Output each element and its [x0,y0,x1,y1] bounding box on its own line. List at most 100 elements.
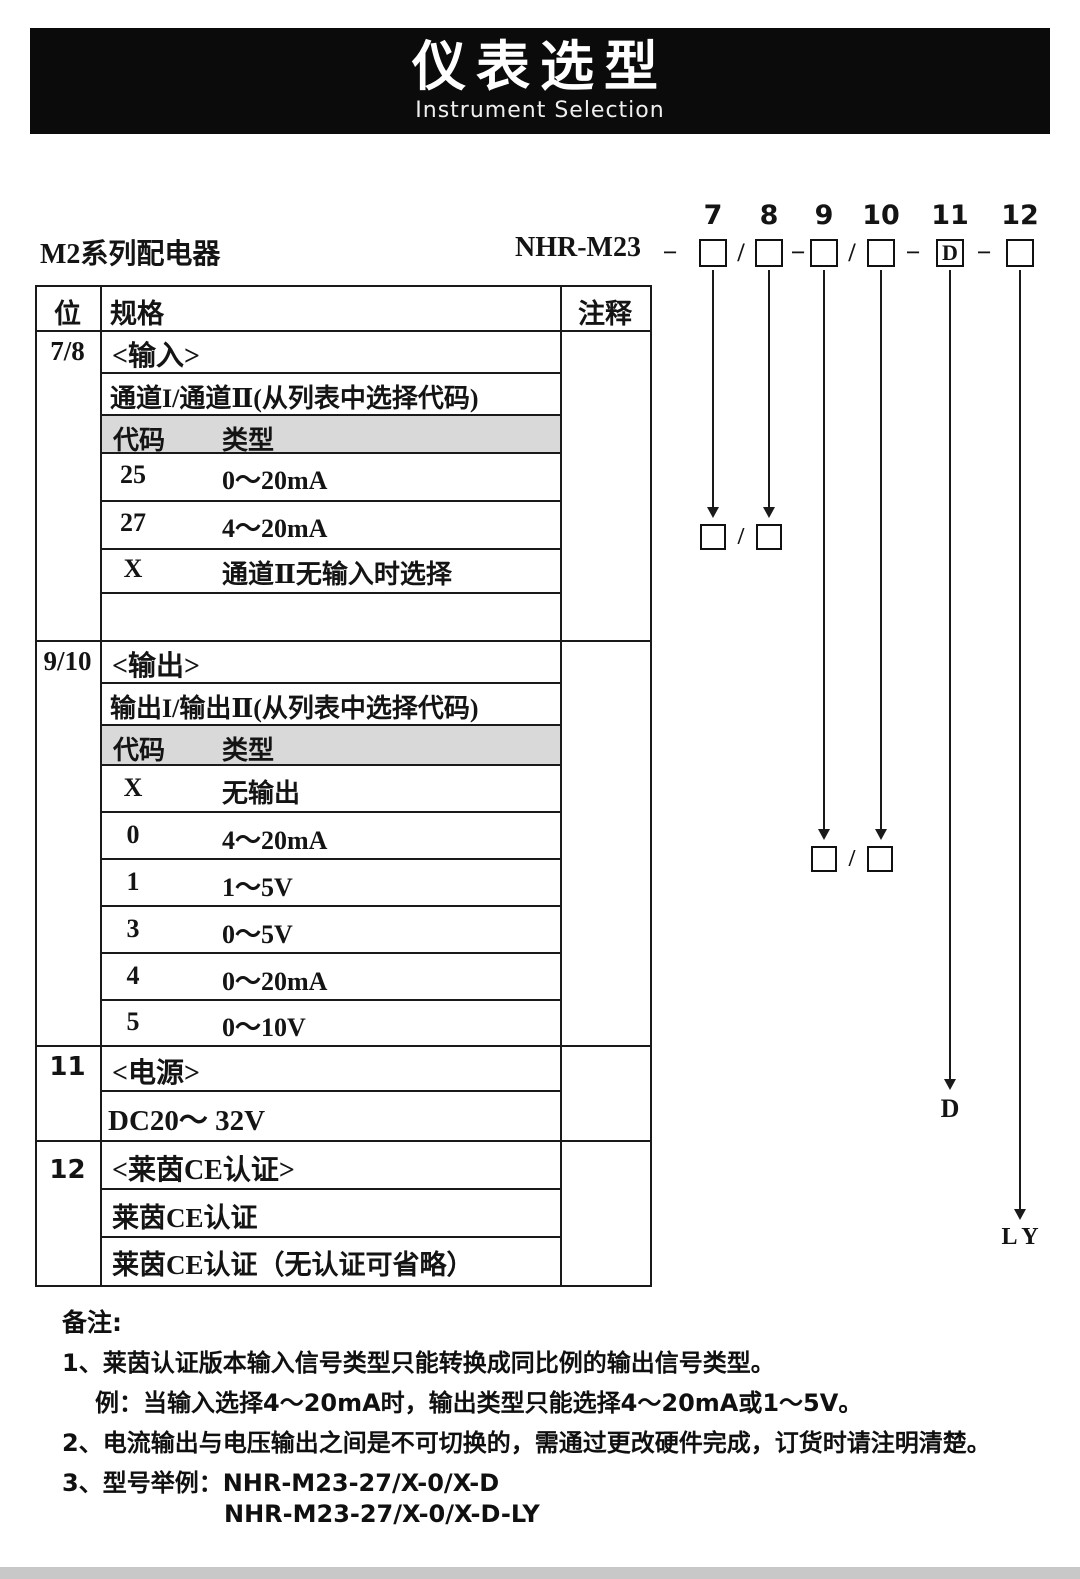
grid-line [100,764,562,766]
grid-line [100,1090,562,1092]
group-subtitle: 输出I/输出Ⅱ(从列表中选择代码) [110,694,479,723]
code-cell: 5 [126,1007,140,1036]
drop-line [1019,270,1021,1210]
arrow-down-icon [875,829,887,840]
drop-line [823,270,825,830]
code-cell: 4 [126,961,140,990]
type-cell: 4～20mA [222,826,328,855]
series-label: M2系列配电器 [40,239,221,270]
position-cell: 7/8 [50,336,85,366]
arrow-down-icon [1014,1209,1026,1220]
code-box-10 [867,239,895,267]
position-cell: 11 [49,1052,86,1082]
grid-line [100,285,102,1287]
type-cell: 莱茵CE认证（无认证可省略） [112,1250,474,1280]
position-number-7: 7 [703,200,723,231]
type-cell: 0～10V [222,1013,306,1042]
position-number-9: 9 [814,200,834,231]
grid-line [650,285,652,1287]
group-title: <莱茵CE认证> [112,1155,295,1186]
position-cell: 12 [49,1155,86,1185]
note-line: NHR-M23-27/X-0/X-D-LY [224,1500,540,1528]
group-title: <电源> [112,1058,200,1089]
grid-line [100,548,562,550]
output-target-box-2 [867,846,893,872]
dash: − [976,238,992,267]
code-header-type: 类型 [222,736,275,765]
col-header-spec: 规格 [110,299,164,329]
code-cell: 0 [126,820,140,849]
dash: − [790,238,806,267]
page-subtitle: Instrument Selection [415,97,665,123]
grid-line [35,640,652,642]
grid-line [100,905,562,907]
grid-line [100,724,562,726]
type-cell: 莱茵CE认证 [112,1203,258,1233]
code-box-7 [699,239,727,267]
type-cell: 0～5V [222,920,293,949]
position-number-10: 10 [862,200,900,231]
dash: − [905,238,921,267]
grid-line [100,811,562,813]
power-target-label: D [940,1094,960,1123]
position-number-8: 8 [759,200,779,231]
grid-line [35,330,652,332]
grid-line [100,500,562,502]
code-cell: 27 [120,508,146,537]
code-box-9 [810,239,838,267]
type-cell: 4～20mA [222,514,328,543]
group-title: <输入> [112,341,200,372]
type-cell: 无输出 [222,779,301,808]
grid-line [100,414,562,416]
position-number-12: 12 [1001,200,1039,231]
note-line: 例：当输入选择4～20mA时，输出类型只能选择4～20mA或1～5V。 [95,1389,863,1417]
slash: / [737,238,745,267]
arrow-down-icon [763,507,775,518]
position-number-11: 11 [931,200,969,231]
code-cell: 25 [120,460,146,489]
grid-line [35,285,652,287]
group-title: <输出> [112,651,200,682]
slash: / [848,238,856,267]
grid-line [100,372,562,374]
col-header-note: 注释 [578,299,632,329]
input-target-box-1 [700,524,726,550]
code-cell: X [123,554,143,583]
code-cell: X [123,773,143,802]
type-cell: 0～20mA [222,967,328,996]
type-cell: DC20～ 32V [108,1105,266,1137]
note-line: 2、电流输出与电压输出之间是不可切换的，需通过更改硬件完成，订货时请注明清楚。 [62,1429,991,1457]
code-cell: 1 [126,867,140,896]
code-header-band [102,726,560,764]
output-target-box-1 [811,846,837,872]
position-cell: 9/10 [43,646,92,676]
grid-line [35,1285,652,1287]
grid-line [100,1236,562,1238]
grid-line [100,452,562,454]
grid-line [100,858,562,860]
code-box-8 [755,239,783,267]
note-line: 3、型号举例：NHR-M23-27/X-0/X-D [62,1469,500,1497]
ce-target-label: L Y [1001,1224,1039,1250]
drop-line [949,270,951,1080]
note-line: 1、莱茵认证版本输入信号类型只能转换成同比例的输出信号类型。 [62,1349,775,1377]
code-header-code: 代码 [113,736,166,765]
grid-line [35,1140,652,1142]
code-header-band [102,416,560,452]
drop-line [880,270,882,830]
notes-label: 备注: [62,1308,122,1337]
slash: / [737,524,745,550]
type-cell: 0～20mA [222,466,328,495]
arrow-down-icon [707,507,719,518]
code-box-11-power: D [936,239,964,267]
code-cell: 3 [126,914,140,943]
drop-line [712,270,714,508]
dash: − [662,238,678,267]
page-title: 仪表选型 [412,35,668,99]
slash: / [848,846,856,872]
code-header-code: 代码 [113,426,166,455]
grid-line [35,285,37,1287]
input-target-box-2 [756,524,782,550]
arrow-down-icon [818,829,830,840]
